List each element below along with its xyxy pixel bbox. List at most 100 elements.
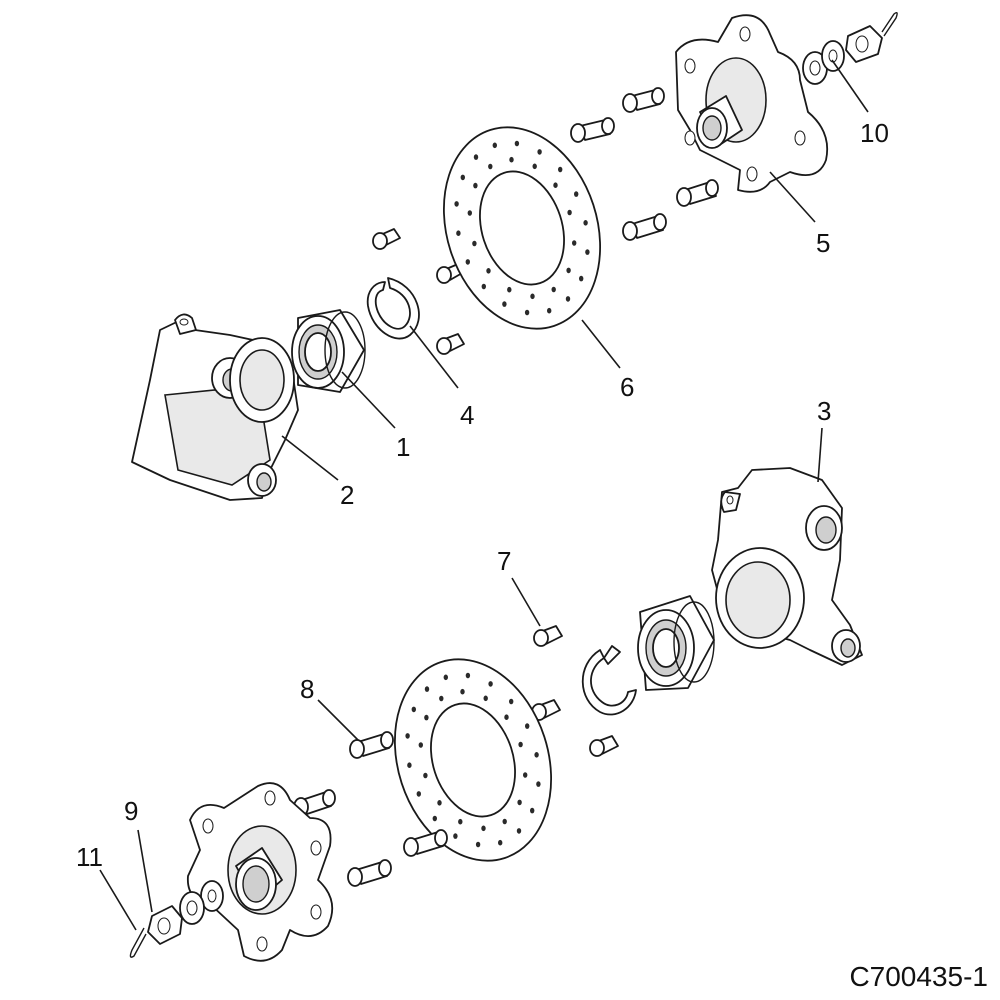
disc-hole: [565, 296, 571, 302]
disc-hole: [498, 839, 503, 846]
leader-9: [137, 829, 153, 913]
castle-nut-upper: [845, 25, 883, 63]
washer-upper: [802, 40, 845, 85]
snap-ring-lower: [581, 645, 637, 716]
cotter-pin-upper: [881, 11, 898, 37]
disc-hole: [481, 825, 486, 832]
callout-1: 1: [396, 432, 410, 462]
stud-lower-3: [403, 829, 448, 857]
snap-ring-upper: [366, 277, 420, 340]
wheel-hub-upper: [675, 14, 829, 193]
disc-hole: [509, 156, 514, 163]
disc-hole: [517, 799, 522, 806]
disc-hole: [439, 695, 444, 702]
disc-hole: [467, 210, 472, 216]
callout-2: 2: [340, 480, 354, 510]
disc-hole: [488, 163, 493, 170]
callout-3: 3: [817, 396, 831, 426]
disc-hole: [507, 286, 512, 293]
washer-lower: [179, 880, 224, 925]
disc-hole: [583, 220, 588, 226]
callout-8: 8: [300, 674, 314, 704]
leader-lines: [99, 59, 869, 931]
disc-hole: [525, 723, 530, 729]
disc-hole: [473, 182, 478, 189]
knuckle-housing-upper: [131, 313, 299, 501]
stud-lower-4: [347, 859, 392, 887]
stud-lower-1: [349, 731, 394, 759]
disc-hole: [460, 174, 465, 181]
disc-hole: [553, 182, 558, 188]
disc-hole: [486, 268, 491, 274]
stud-upper-1: [570, 117, 615, 143]
wheel-bearing-lower: [637, 595, 715, 691]
cotter-pin-lower: [129, 927, 147, 958]
disc-hole: [424, 686, 430, 692]
callout-9: 9: [124, 796, 138, 826]
disc-hole: [537, 149, 542, 155]
disc-hole: [551, 286, 556, 293]
disc-hole: [524, 309, 530, 316]
disc-hole: [423, 772, 428, 779]
disc-hole: [572, 240, 577, 246]
callout-5: 5: [816, 228, 830, 258]
wheel-bearing-upper: [291, 309, 366, 393]
disc-hole: [432, 815, 437, 822]
disc-hole: [407, 762, 412, 768]
disc-hole: [454, 201, 459, 207]
disc-hole: [475, 841, 481, 848]
leader-10: [831, 59, 869, 113]
leader-5: [769, 171, 816, 223]
disc-holes-lower: [405, 672, 541, 848]
leader-8: [317, 699, 359, 741]
disc-hole: [416, 791, 421, 797]
disc-hole: [458, 818, 463, 825]
disc-hole: [502, 818, 507, 825]
disc-hole: [523, 772, 528, 778]
leader-1: [341, 371, 396, 429]
disc-hole: [558, 166, 563, 173]
castle-nut-lower: [147, 905, 183, 945]
disc-hole: [585, 249, 590, 255]
brake-disc-lower: [393, 658, 553, 862]
leader-11: [99, 869, 137, 931]
disc-hole: [465, 672, 471, 679]
callout-10: 10: [860, 118, 889, 148]
stud-upper-4: [676, 179, 719, 207]
disc-hole: [492, 142, 497, 149]
disc-hole: [465, 259, 470, 265]
disc-hole: [488, 681, 493, 687]
disc-hole: [411, 706, 416, 713]
callout-4: 4: [460, 400, 474, 430]
disc-hole: [443, 674, 448, 681]
callout-7: 7: [497, 546, 511, 576]
leader-2: [281, 435, 339, 481]
disc-hole: [518, 741, 523, 748]
disc-hole: [504, 714, 509, 720]
disc-hole: [530, 807, 535, 814]
disc-hole: [547, 307, 552, 314]
disc-hole: [473, 154, 479, 160]
disc-hole: [460, 688, 465, 695]
document-id: C700435-1: [849, 961, 988, 992]
disc-hole: [483, 695, 488, 702]
leader-3: [817, 427, 823, 483]
disc-hole: [536, 781, 541, 787]
disc-hole: [472, 240, 477, 247]
caliper-bolt-upper-1: [372, 228, 401, 250]
disc-hole: [424, 714, 429, 721]
disc-hole: [502, 301, 507, 307]
leader-6: [581, 319, 621, 369]
disc-hole: [534, 752, 539, 758]
disc-hole: [481, 283, 486, 290]
callout-6: 6: [620, 372, 634, 402]
disc-hole: [574, 191, 579, 197]
leader-4: [409, 325, 459, 389]
caliper-bolt-lower-3: [589, 735, 619, 757]
disc-hole: [579, 275, 584, 282]
disc-hole: [418, 742, 423, 748]
disc-hole: [405, 733, 410, 739]
disc-holes-upper: [454, 140, 590, 316]
knuckle-housing-lower: [711, 467, 863, 666]
